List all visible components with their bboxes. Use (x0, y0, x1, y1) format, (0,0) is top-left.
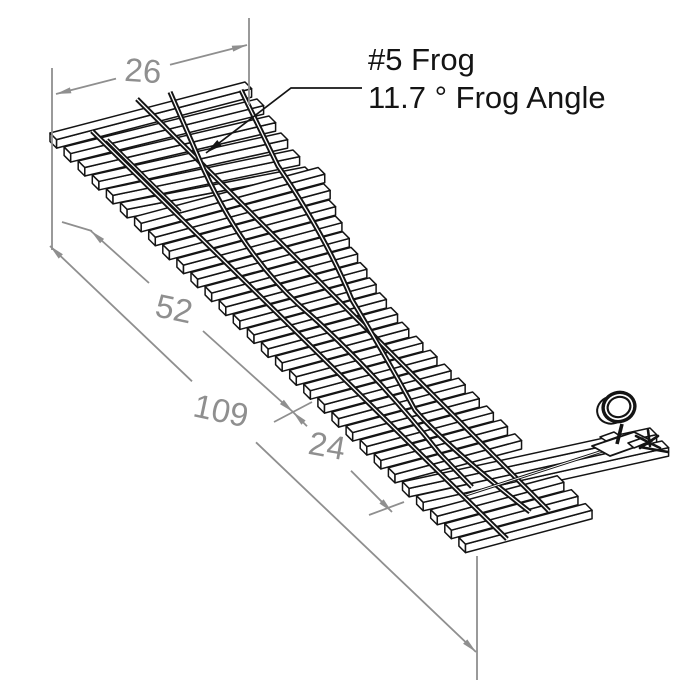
arrowhead (463, 639, 476, 652)
tie-top-face (458, 502, 593, 545)
diverging-rail-left-frog-web-highlight (169, 91, 473, 488)
tie-top-face (147, 183, 331, 238)
frog-annotation: #5 Frog 11.7 ° Frog Angle (205, 42, 606, 154)
tie-top-face (387, 433, 523, 476)
arrowhead (91, 231, 105, 244)
tie-top-face (401, 427, 658, 490)
dimension-line (49, 245, 193, 382)
stand-lever (634, 428, 670, 454)
dimension-26: 26 (51, 18, 250, 250)
dimension-label-26: 26 (123, 51, 162, 90)
arrowhead (293, 412, 306, 425)
frog-label-line2: 11.7 ° Frog Angle (368, 80, 606, 115)
arrowhead (379, 499, 392, 512)
arrowhead (56, 87, 72, 94)
tie-top-face (345, 391, 480, 434)
diverging-rail-right-web-highlight (240, 89, 531, 513)
dimension-24: 24 (273, 401, 405, 516)
extension-tick (368, 501, 405, 516)
arrowhead (50, 246, 63, 259)
dimension-52: 52 (61, 221, 294, 413)
stock-rail-left-web-highlight (91, 130, 508, 540)
dimension-label-52: 52 (152, 287, 196, 331)
tie-top-face (429, 474, 565, 517)
frog-label-line1: #5 Frog (368, 42, 475, 77)
extension-tick (61, 221, 93, 232)
leader-arrowhead (206, 140, 222, 153)
dimension-line (202, 330, 294, 413)
arrowhead (279, 399, 293, 412)
guard-rail-web-highlight (106, 139, 181, 213)
target-disc-inner-ring (606, 395, 632, 419)
throw-bar-highlight (465, 447, 613, 496)
dimension-label-109: 109 (190, 387, 252, 435)
arrowhead (231, 45, 247, 52)
switch-stand (465, 390, 670, 497)
rails (90, 88, 551, 541)
dimension-line (255, 441, 477, 653)
dimension-label-24: 24 (306, 424, 349, 467)
leader-line (205, 87, 362, 154)
tie-top-face (162, 199, 337, 252)
tie-top-face (133, 166, 326, 225)
tie-top-face (444, 488, 579, 531)
tie-top-face (331, 377, 466, 420)
tie-top-face (232, 277, 377, 322)
tie-top-face (317, 363, 452, 406)
stand-mast (615, 423, 624, 445)
